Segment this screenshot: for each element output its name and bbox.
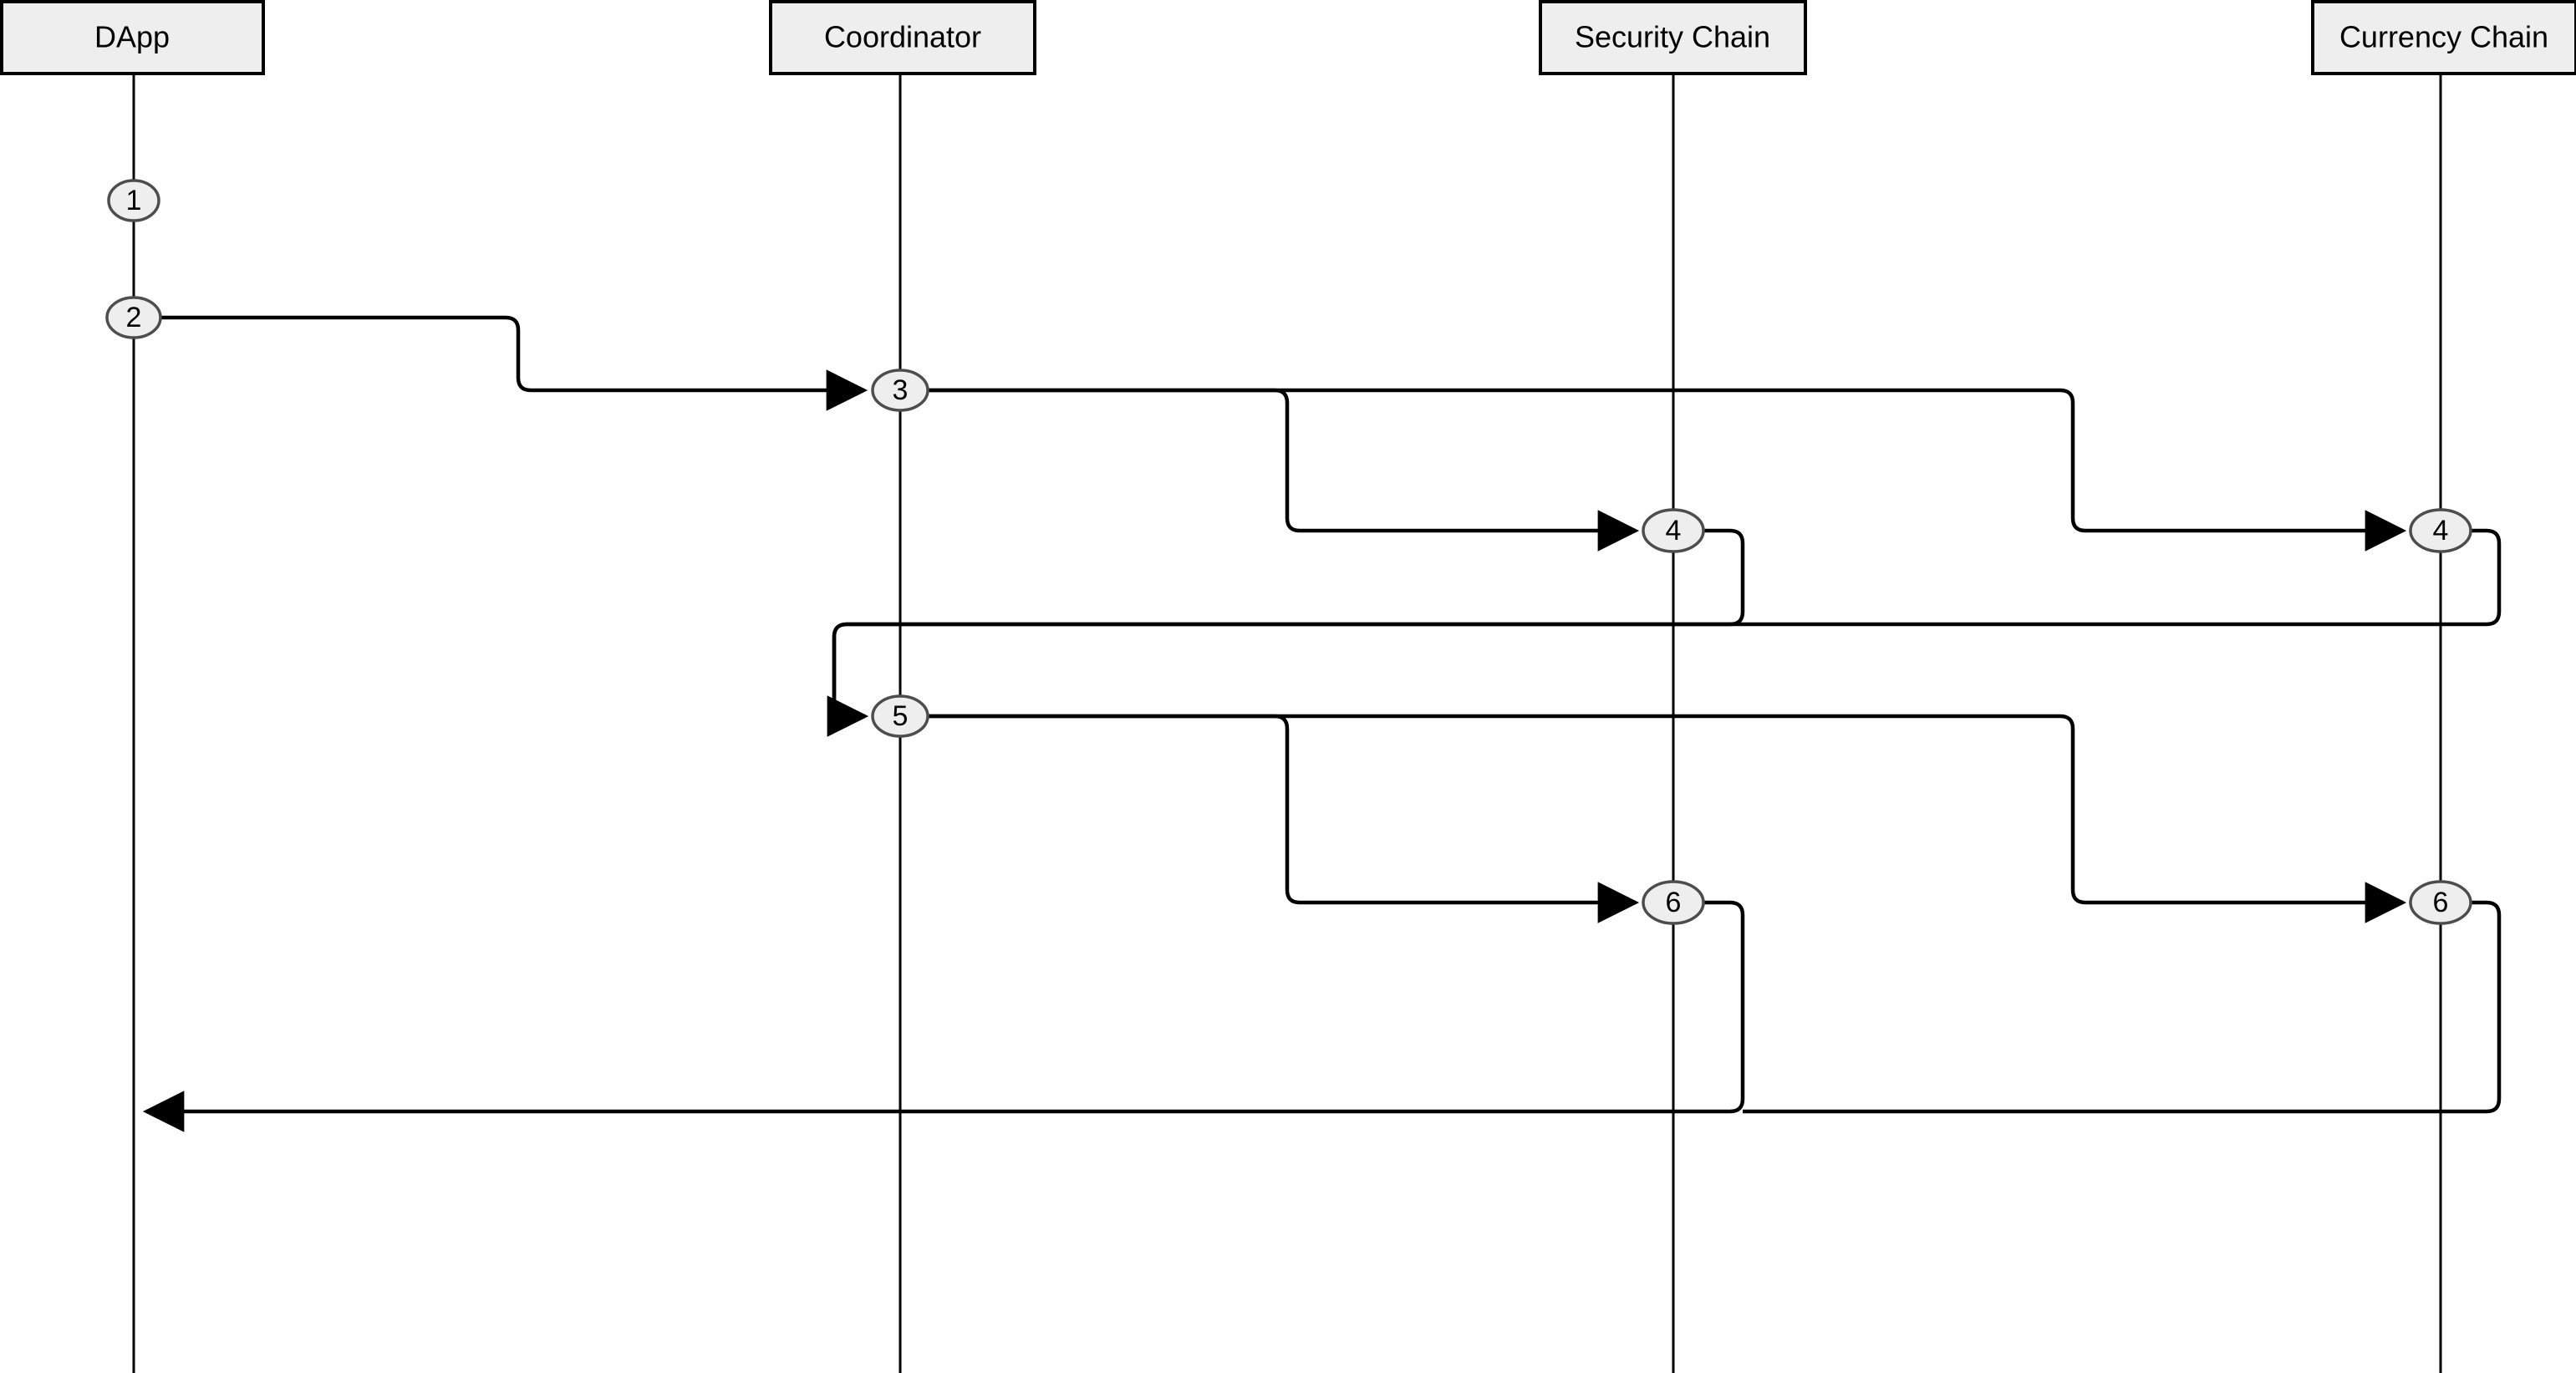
lifeline-header-box-currency-chain bbox=[2311, 0, 2576, 75]
message-path-coordinator-to-security-1[interactable] bbox=[928, 388, 1640, 552]
lifeline-headers-group: DApp Coordinator Security Chain Currency… bbox=[0, 0, 2576, 75]
lifeline-header-box-security-chain bbox=[1539, 0, 1807, 75]
step-node-ellipse-6-currency bbox=[2409, 880, 2472, 925]
message-path-currency-to-dapp[interactable] bbox=[1743, 900, 2502, 1114]
step-node-ellipse-4-security bbox=[1642, 508, 1705, 553]
step-node-1[interactable]: 1 bbox=[107, 179, 160, 222]
step-node-label-6-currency: 6 bbox=[2433, 887, 2449, 918]
step-node-ellipse-4-currency bbox=[2409, 508, 2472, 553]
message-path-coordinator-to-currency-1[interactable] bbox=[928, 388, 2407, 552]
step-node-label-6-security: 6 bbox=[1666, 887, 1682, 918]
step-node-ellipse-5 bbox=[871, 694, 929, 738]
message-path-coordinator-to-currency-2[interactable] bbox=[928, 714, 2407, 923]
lifeline-header-box-coordinator bbox=[769, 0, 1036, 75]
lifeline-header-label-coordinator: Coordinator bbox=[824, 20, 981, 54]
message-path-currency-to-coordinator-1[interactable] bbox=[832, 528, 2502, 719]
lifeline-header-label-currency-chain: Currency Chain bbox=[2339, 20, 2548, 54]
lifeline-header-coordinator[interactable]: Coordinator bbox=[769, 0, 1036, 75]
step-node-4-currency[interactable]: 4 bbox=[2409, 508, 2472, 553]
lifeline-header-label-dapp: DApp bbox=[94, 20, 170, 54]
step-node-ellipse-1 bbox=[107, 179, 160, 222]
step-node-ellipse-6-security bbox=[1642, 880, 1705, 925]
lifeline-header-box-dapp bbox=[0, 0, 265, 75]
step-node-ellipse-3 bbox=[871, 369, 929, 412]
message-path-coordinator-to-security-2[interactable] bbox=[928, 714, 1640, 923]
lifelines-group bbox=[132, 74, 2442, 1373]
step-node-5[interactable]: 5 bbox=[871, 694, 929, 738]
step-node-2[interactable]: 2 bbox=[105, 296, 162, 339]
step-node-4-security[interactable]: 4 bbox=[1642, 508, 1705, 553]
step-node-6-currency[interactable]: 6 bbox=[2409, 880, 2472, 925]
step-node-label-4-currency: 4 bbox=[2433, 515, 2449, 547]
step-nodes-group: 1 2 3 4 4 5 bbox=[105, 179, 2472, 925]
lifeline-header-currency-chain[interactable]: Currency Chain bbox=[2311, 0, 2576, 75]
messages-group bbox=[142, 315, 2502, 1132]
step-node-label-2: 2 bbox=[126, 302, 142, 333]
lifeline-header-security-chain[interactable]: Security Chain bbox=[1539, 0, 1807, 75]
message-path-security-to-dapp[interactable] bbox=[142, 900, 1745, 1132]
step-node-label-3: 3 bbox=[893, 374, 909, 406]
lifeline-header-dapp[interactable]: DApp bbox=[0, 0, 265, 75]
lifeline-header-label-security-chain: Security Chain bbox=[1575, 20, 1770, 54]
step-node-6-security[interactable]: 6 bbox=[1642, 880, 1705, 925]
step-node-label-1: 1 bbox=[126, 185, 142, 216]
message-path-dapp-to-coordinator[interactable] bbox=[160, 315, 868, 411]
step-node-label-5: 5 bbox=[893, 700, 909, 732]
step-node-label-4-security: 4 bbox=[1666, 515, 1682, 547]
step-node-3[interactable]: 3 bbox=[871, 369, 929, 412]
step-node-ellipse-2 bbox=[105, 296, 162, 339]
